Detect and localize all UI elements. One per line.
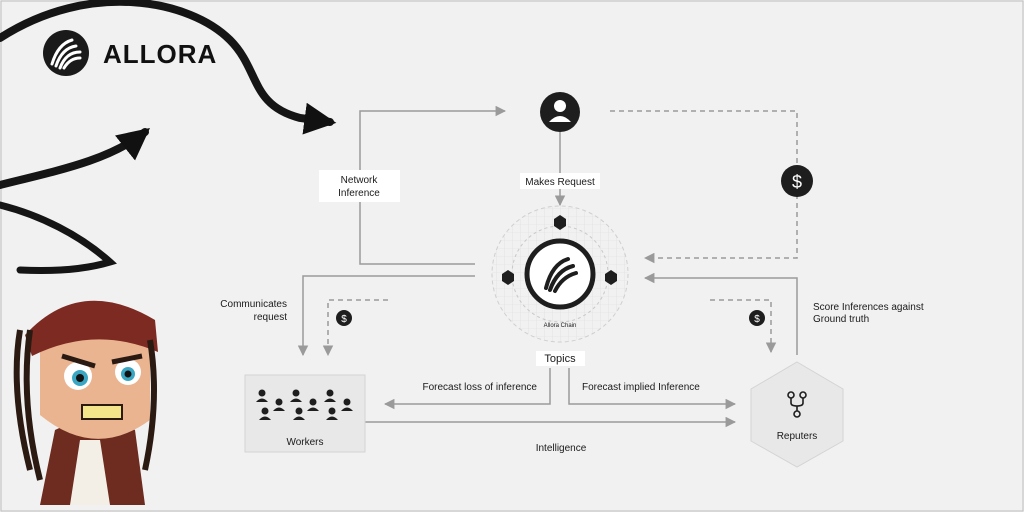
allora-logo-icon: [43, 30, 89, 76]
workers-label: Workers: [286, 437, 323, 448]
svg-text:Makes Request: Makes Request: [525, 177, 595, 188]
dollar-icon: $: [792, 172, 802, 192]
worker-reward-dashed-arrow: [322, 299, 388, 357]
reputers-label: Reputers: [777, 431, 818, 442]
score-inferences-label: Score Inferences against: [813, 302, 924, 313]
reputer-reward-dashed-arrow: [710, 299, 777, 354]
makes-request-label: Makes Request: [520, 173, 600, 189]
payment-dashed-arrow: [610, 110, 798, 264]
chain-label: Allora Chain: [544, 323, 577, 329]
user-node: [540, 92, 580, 132]
dollar-icon: $: [341, 314, 347, 325]
forecast-implied-label: Forecast implied Inference: [582, 382, 700, 393]
topics-label: Topics: [536, 351, 585, 366]
communicates-request-label: Communicates: [220, 299, 287, 310]
svg-text:Inference: Inference: [338, 188, 380, 199]
brand-name: ALLORA: [103, 39, 217, 69]
intelligence-label: Intelligence: [536, 443, 587, 454]
allora-chain-node: Allora Chain: [491, 205, 629, 343]
communicates-request-arrow: [297, 275, 475, 357]
forecast-implied-arrow: [568, 368, 737, 410]
communicates-request-label-line2: request: [254, 312, 288, 323]
dollar-badge-workers: $: [336, 310, 352, 326]
network-inference-label: Network Inference: [319, 170, 400, 202]
dollar-icon: $: [754, 314, 760, 325]
workers-node: Workers: [244, 374, 366, 453]
svg-text:Topics: Topics: [544, 353, 576, 365]
node-hex-icon: [605, 270, 617, 285]
allora-logo: ALLORA: [43, 30, 217, 76]
decorative-swoosh-arrows: [0, 0, 337, 275]
fork-icon: [787, 391, 807, 418]
score-inferences-label-line2: Ground truth: [813, 314, 869, 325]
score-inferences-arrow: [643, 272, 798, 355]
reputers-node: Reputers: [750, 361, 844, 468]
dollar-badge-main: $: [781, 165, 813, 197]
forecast-loss-arrow: [383, 368, 551, 410]
connections: [297, 105, 798, 428]
node-hex-icon: [554, 215, 566, 230]
pirate-character-illustration: [13, 300, 158, 505]
workers-people-icon: [256, 389, 353, 420]
forecast-loss-label: Forecast loss of inference: [423, 382, 538, 393]
node-hex-icon: [502, 270, 514, 285]
dollar-badge-reputers: $: [749, 310, 765, 326]
svg-text:Network: Network: [341, 175, 379, 186]
